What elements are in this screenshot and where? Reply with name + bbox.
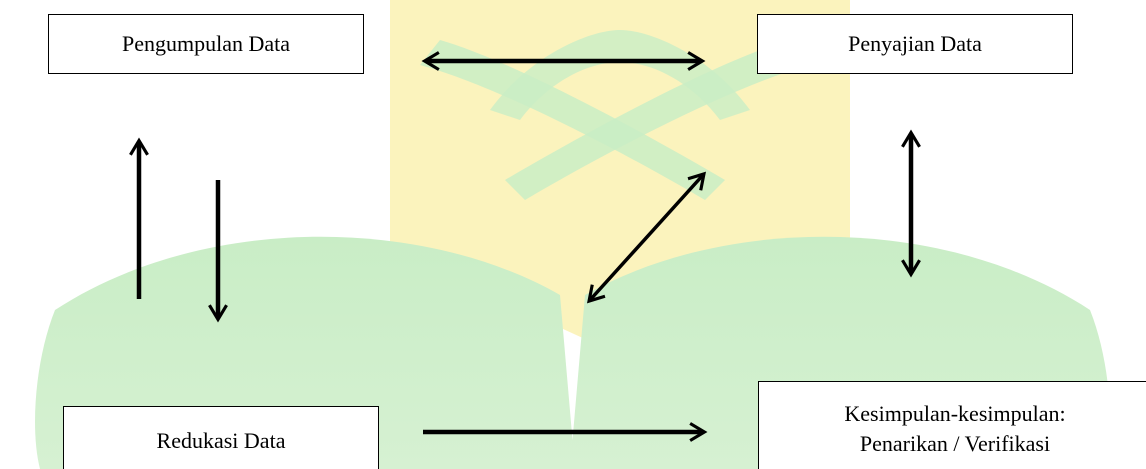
arrow-reduksi-penyajian [590,175,703,300]
node-penyajian-data: Penyajian Data [757,14,1073,74]
node-kesimpulan: Kesimpulan-kesimpulan: Penarikan / Verif… [758,381,1146,469]
node-label: Redukasi Data [157,426,286,456]
node-reduksi-data: Redukasi Data [63,406,379,469]
node-label-line2: Penarikan / Verifikasi [860,429,1050,459]
node-label: Pengumpulan Data [122,29,290,59]
node-pengumpulan-data: Pengumpulan Data [48,14,364,74]
node-label: Penyajian Data [848,29,982,59]
node-label-line1: Kesimpulan-kesimpulan: [844,399,1065,429]
